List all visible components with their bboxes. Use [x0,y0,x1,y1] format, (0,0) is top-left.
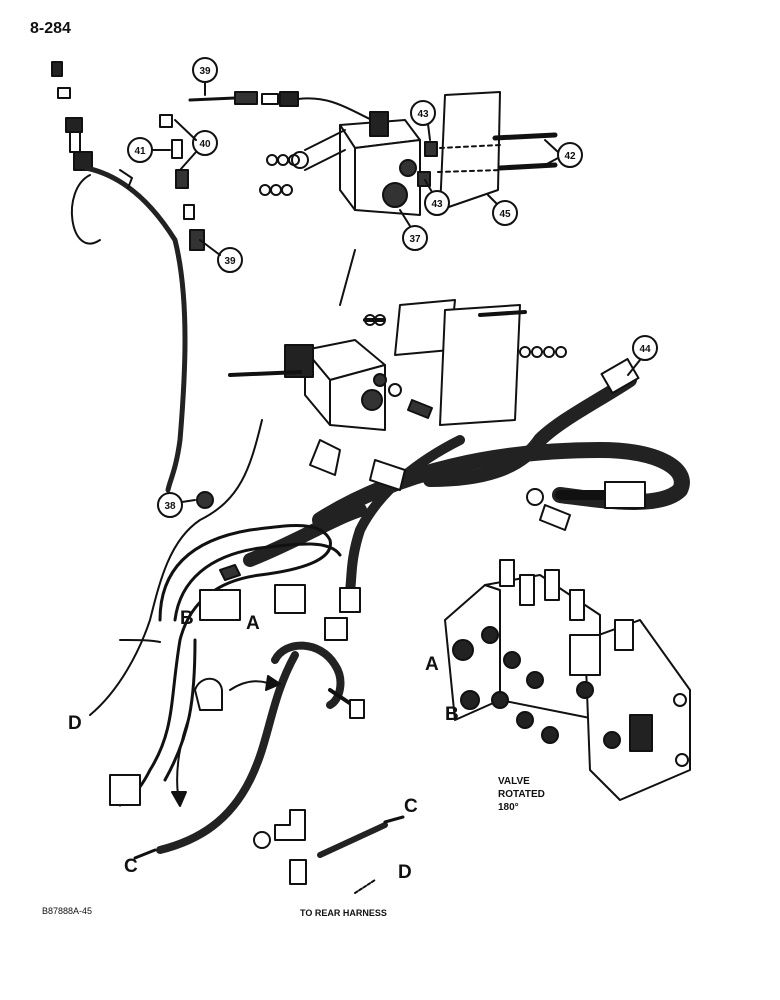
plug-38 [196,491,214,509]
note-line-1: VALVE [498,776,530,787]
label-a-valve: A [425,654,439,675]
callout-41: 41 [134,146,146,157]
valve-block-lower [284,339,387,431]
pressure-switch [51,61,93,171]
label-c-right: C [404,796,418,817]
callout-43-bottom: 43 [431,199,443,210]
callout-45: 45 [499,209,511,220]
callout-38: 38 [164,501,176,512]
plate-45 [439,91,501,211]
valve-rotated-note: VALVE ROTATED 180° [498,775,545,814]
figure-code: B87888A-45 [42,906,93,916]
callout-44: 44 [639,344,651,355]
callout-40: 40 [199,139,211,150]
note-line-2: ROTATED [498,789,545,800]
label-c-left: C [124,856,138,877]
hose-44 [423,373,637,487]
page-number: 8-284 [30,20,71,37]
label-a-hose: A [246,613,260,634]
callout-39-top: 39 [199,66,211,77]
label-d-left: D [68,713,82,734]
switch-wire [83,165,188,493]
control-valve [444,559,691,801]
harness-clip [194,677,223,711]
label-b-valve: B [445,704,459,725]
callout-37: 37 [409,234,421,245]
valve-block-37 [291,111,421,216]
label-b-hose: B [180,608,194,629]
lower-harness [156,641,345,854]
harness-rear [317,822,388,858]
callout-42: 42 [564,151,576,162]
hose-center [345,435,465,595]
callout-43-top: 43 [417,109,429,120]
bottom-caption: TO REAR HARNESS [300,908,387,918]
wire-39-top [188,96,237,102]
callouts [127,57,658,518]
label-d-right: D [398,862,412,883]
note-line-3: 180° [498,802,519,813]
callout-39-bottom: 39 [224,256,236,267]
tube-bundle [118,524,332,807]
